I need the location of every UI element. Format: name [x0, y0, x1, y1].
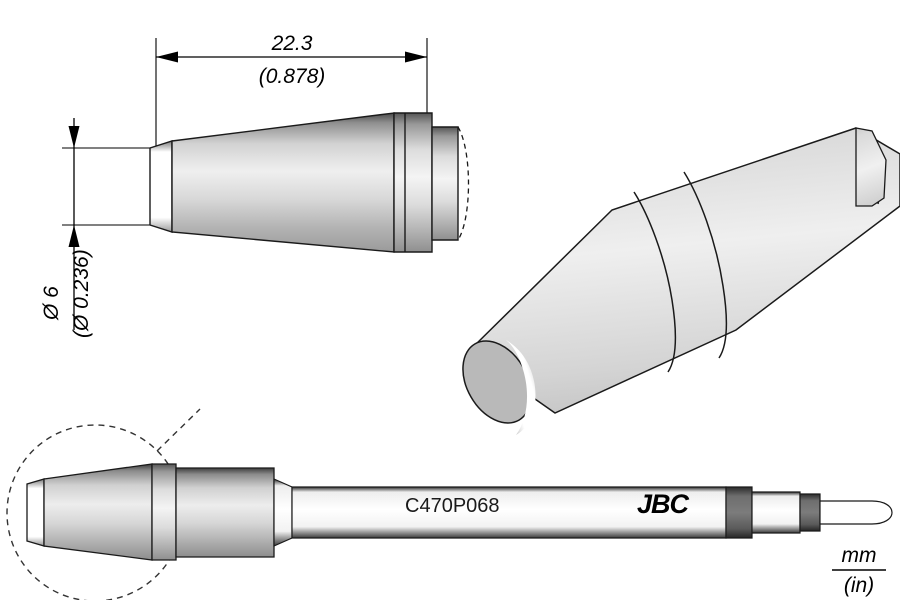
tapered-cone-body [171, 112, 395, 253]
diameter-imperial-text: (Ø 0.236) [70, 249, 93, 338]
assembly-tip-face [26, 478, 45, 547]
rear-stub [431, 126, 459, 241]
iso-collar-edge-front [633, 191, 677, 373]
isometric-view-group [462, 127, 900, 435]
diameter-metric-text: Ø 6 [40, 286, 63, 321]
assembly-view-group [6, 408, 893, 600]
iso-rear-stub [855, 127, 887, 207]
arrow-up-icon [68, 225, 80, 247]
hidden-rear-arc [457, 126, 470, 241]
tip-face-band [149, 140, 173, 233]
assembly-collar [151, 463, 177, 561]
iso-collar-edge-rear [683, 171, 728, 359]
brand-logo: JBC [637, 489, 690, 519]
assembly-dark-band-1 [725, 486, 753, 539]
units-denominator: (in) [844, 574, 874, 597]
iso-tip-highlight [506, 340, 536, 435]
arrow-down-icon [68, 126, 80, 148]
part-number-label: C470P068 [405, 495, 500, 517]
units-numerator: mm [842, 544, 877, 567]
assembly-dark-band-2 [799, 493, 821, 532]
assembly-shaft-2 [751, 491, 801, 534]
arrow-left-icon [156, 51, 178, 63]
length-metric-text: 22.3 [271, 32, 313, 55]
assembly-barrel [175, 467, 275, 558]
side-view-group [62, 38, 470, 330]
assembly-shoulder [273, 478, 293, 547]
assembly-cone [43, 463, 153, 561]
assembly-needle-pin [819, 500, 893, 525]
detail-leader-line [156, 408, 201, 452]
length-imperial-text: (0.878) [259, 65, 326, 88]
units-block: mm (in) [832, 544, 886, 597]
collar-section [393, 112, 433, 253]
iso-barrel-body [466, 127, 900, 414]
arrow-right-icon [405, 51, 427, 63]
